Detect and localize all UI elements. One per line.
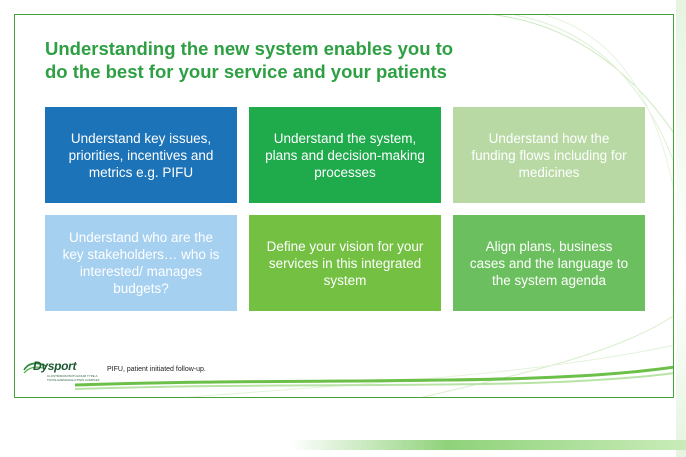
logo-tagline-1: CLOSTRIDIUM BOTULINUM TYPE A xyxy=(47,374,98,378)
title-line-1: Understanding the new system enables you… xyxy=(45,38,454,59)
logo-swirl-icon xyxy=(23,362,47,374)
dysport-logo: Dysport CLOSTRIDIUM BOTULINUM TYPE A TOX… xyxy=(23,359,103,385)
footnote: PIFU, patient initiated follow-up. xyxy=(107,366,206,373)
tile-key-issues: Understand key issues, priorities, incen… xyxy=(45,107,237,203)
tile-funding-flows: Understand how the funding flows includi… xyxy=(453,107,645,203)
tile-system-plans: Understand the system, plans and decisio… xyxy=(249,107,441,203)
slide-title: Understanding the new system enables you… xyxy=(45,37,565,83)
tile-text: Understand key issues, priorities, incen… xyxy=(68,130,214,180)
bottom-accent-bar xyxy=(290,440,686,450)
swoosh-decoration xyxy=(74,15,673,397)
tile-text: Align plans, business cases and the lang… xyxy=(469,238,629,288)
title-line-2: do the best for your service and your pa… xyxy=(45,61,447,82)
tile-text: Define your vision for your services in … xyxy=(266,238,424,288)
tile-vision: Define your vision for your services in … xyxy=(249,215,441,311)
tile-text: Understand the system, plans and decisio… xyxy=(265,130,425,180)
tile-text: Understand who are the key stakeholders…… xyxy=(62,230,220,296)
tile-text: Understand how the funding flows includi… xyxy=(471,130,627,180)
tile-stakeholders: Understand who are the key stakeholders…… xyxy=(45,215,237,311)
slide: Understanding the new system enables you… xyxy=(14,14,674,398)
right-edge-strip xyxy=(676,0,686,457)
logo-wordmark: Dysport xyxy=(33,359,77,373)
tile-align-plans: Align plans, business cases and the lang… xyxy=(453,215,645,311)
logo-tagline-2: TOXIN-HAEMAGGLUTININ COMPLEX xyxy=(47,378,100,382)
